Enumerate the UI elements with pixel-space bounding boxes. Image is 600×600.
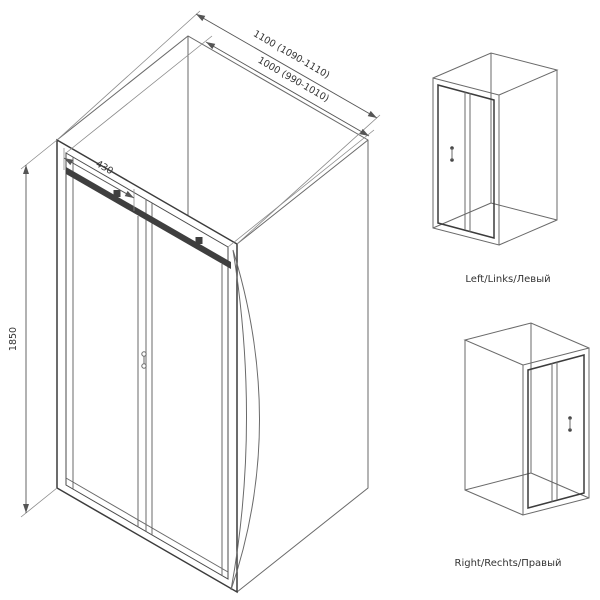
top-rail [66,167,231,269]
door-frame-inner [65,152,229,580]
door-curve [230,249,260,591]
variant-left-door-frame [437,84,495,239]
dimension-width-outer: 1100 (1090-1110) [56,10,381,245]
variant-right-door-frame [527,354,585,509]
variant-left-glass-box [432,52,559,246]
variant-right-panel-lines [551,362,558,502]
variant-right-drawing: Right/Rechts/Правый [455,322,590,569]
main-drawing: 1100 (1090-1110) 1000 (990-1010) 430 185… [8,10,381,594]
variant-right-label: Right/Rechts/Правый [455,558,562,569]
variant-left-drawing: Left/Links/Левый [432,52,559,285]
variant-right-glass-box [463,322,590,516]
dim-panel-width-label: 430 [94,159,115,178]
door-frame-outer [56,138,238,594]
variant-left-handle [450,146,454,162]
variant-left-panel-lines [464,92,471,232]
variant-left-label: Left/Links/Левый [465,274,550,285]
enclosure-outline [56,35,369,593]
door-handle [141,351,147,369]
variant-right-handle [568,416,572,432]
dimension-width-adjust: 1000 (990-1010) [65,35,375,248]
dim-height-label: 1850 [8,327,19,351]
dimension-height: 1850 [8,139,58,518]
